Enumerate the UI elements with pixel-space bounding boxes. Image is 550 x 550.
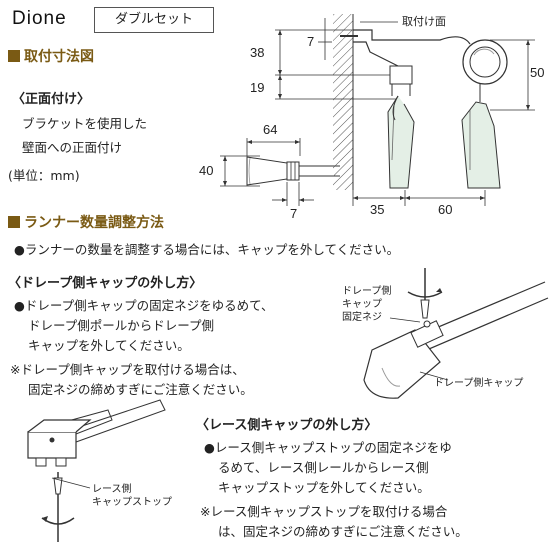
runner-heading-text: ランナー数量調整方法 — [24, 215, 164, 231]
dim-bracket-38: 38 — [250, 45, 265, 60]
drape-cap-title: 〈ドレープ側キャップの外し方〉 — [8, 276, 203, 291]
lace-line-1: ●レース側キャップストップの固定ネジをゆ — [204, 440, 452, 455]
dim-depth-60: 60 — [438, 202, 453, 217]
section-heading-dimensions: 取付寸法図 — [8, 46, 94, 66]
drape-line-2: ドレープ側ポールからドレープ側 — [28, 318, 215, 333]
drape-screw-label-1: ドレープ側 — [342, 286, 392, 297]
dim-cap-ring: 7 — [290, 206, 298, 221]
front-mount-subheading: 〈正面付け〉 — [12, 92, 91, 107]
set-type-badge: ダブルセット — [94, 7, 214, 33]
unit-label: (単位：mm) — [8, 168, 80, 183]
section-heading-runner: ランナー数量調整方法 — [8, 212, 164, 232]
dim-bracket-19: 19 — [250, 80, 265, 95]
lace-stop-label-1: レース側 — [92, 484, 132, 495]
dim-cap-width: 64 — [263, 122, 278, 137]
drape-line-1: ●ドレープ側キャップの固定ネジをゆるめて、 — [14, 298, 274, 313]
lace-note-2: は、固定ネジの締めすぎにご注意ください。 — [218, 524, 468, 539]
heading-square-icon — [8, 216, 20, 228]
lace-line-3: キャップストップを外してください。 — [218, 480, 430, 495]
lace-line-2: るめて、レース側レールからレース側 — [218, 460, 429, 475]
heading-square-icon — [8, 50, 20, 62]
drape-note-2: 固定ネジの締めすぎにご注意ください。 — [28, 382, 253, 397]
lace-note-1: ※レース側キャップストップを取付ける場合 — [200, 504, 448, 519]
drape-screw-label-3: 固定ネジ — [342, 312, 382, 323]
dim-total-height: 50 — [530, 65, 545, 80]
drape-screw-label-2: キャップ — [342, 299, 382, 310]
drape-cap-label: ドレープ側キャップ — [434, 378, 524, 389]
dim-depth-35: 35 — [370, 202, 385, 217]
dim-cap-height: 40 — [199, 163, 214, 178]
drape-line-3: キャップを外してください。 — [28, 338, 190, 353]
runner-note: ●ランナーの数量を調整する場合には、キャップを外してください。 — [14, 242, 400, 257]
mount-surface-label: 取付け面 — [402, 15, 446, 28]
dim-top-gap: 7 — [307, 34, 315, 49]
lace-stop-label-2: キャップストップ — [92, 497, 172, 508]
lace-cap-title: 〈レース側キャップの外し方〉 — [196, 418, 378, 433]
desc-line-1: ブラケットを使用した — [22, 116, 148, 131]
desc-line-2: 壁面への正面付け — [22, 140, 123, 155]
drape-note-1: ※ドレープ側キャップを取付ける場合は、 — [10, 362, 245, 377]
brand-name: Dione — [12, 8, 67, 29]
dimensions-heading-text: 取付寸法図 — [24, 49, 94, 65]
